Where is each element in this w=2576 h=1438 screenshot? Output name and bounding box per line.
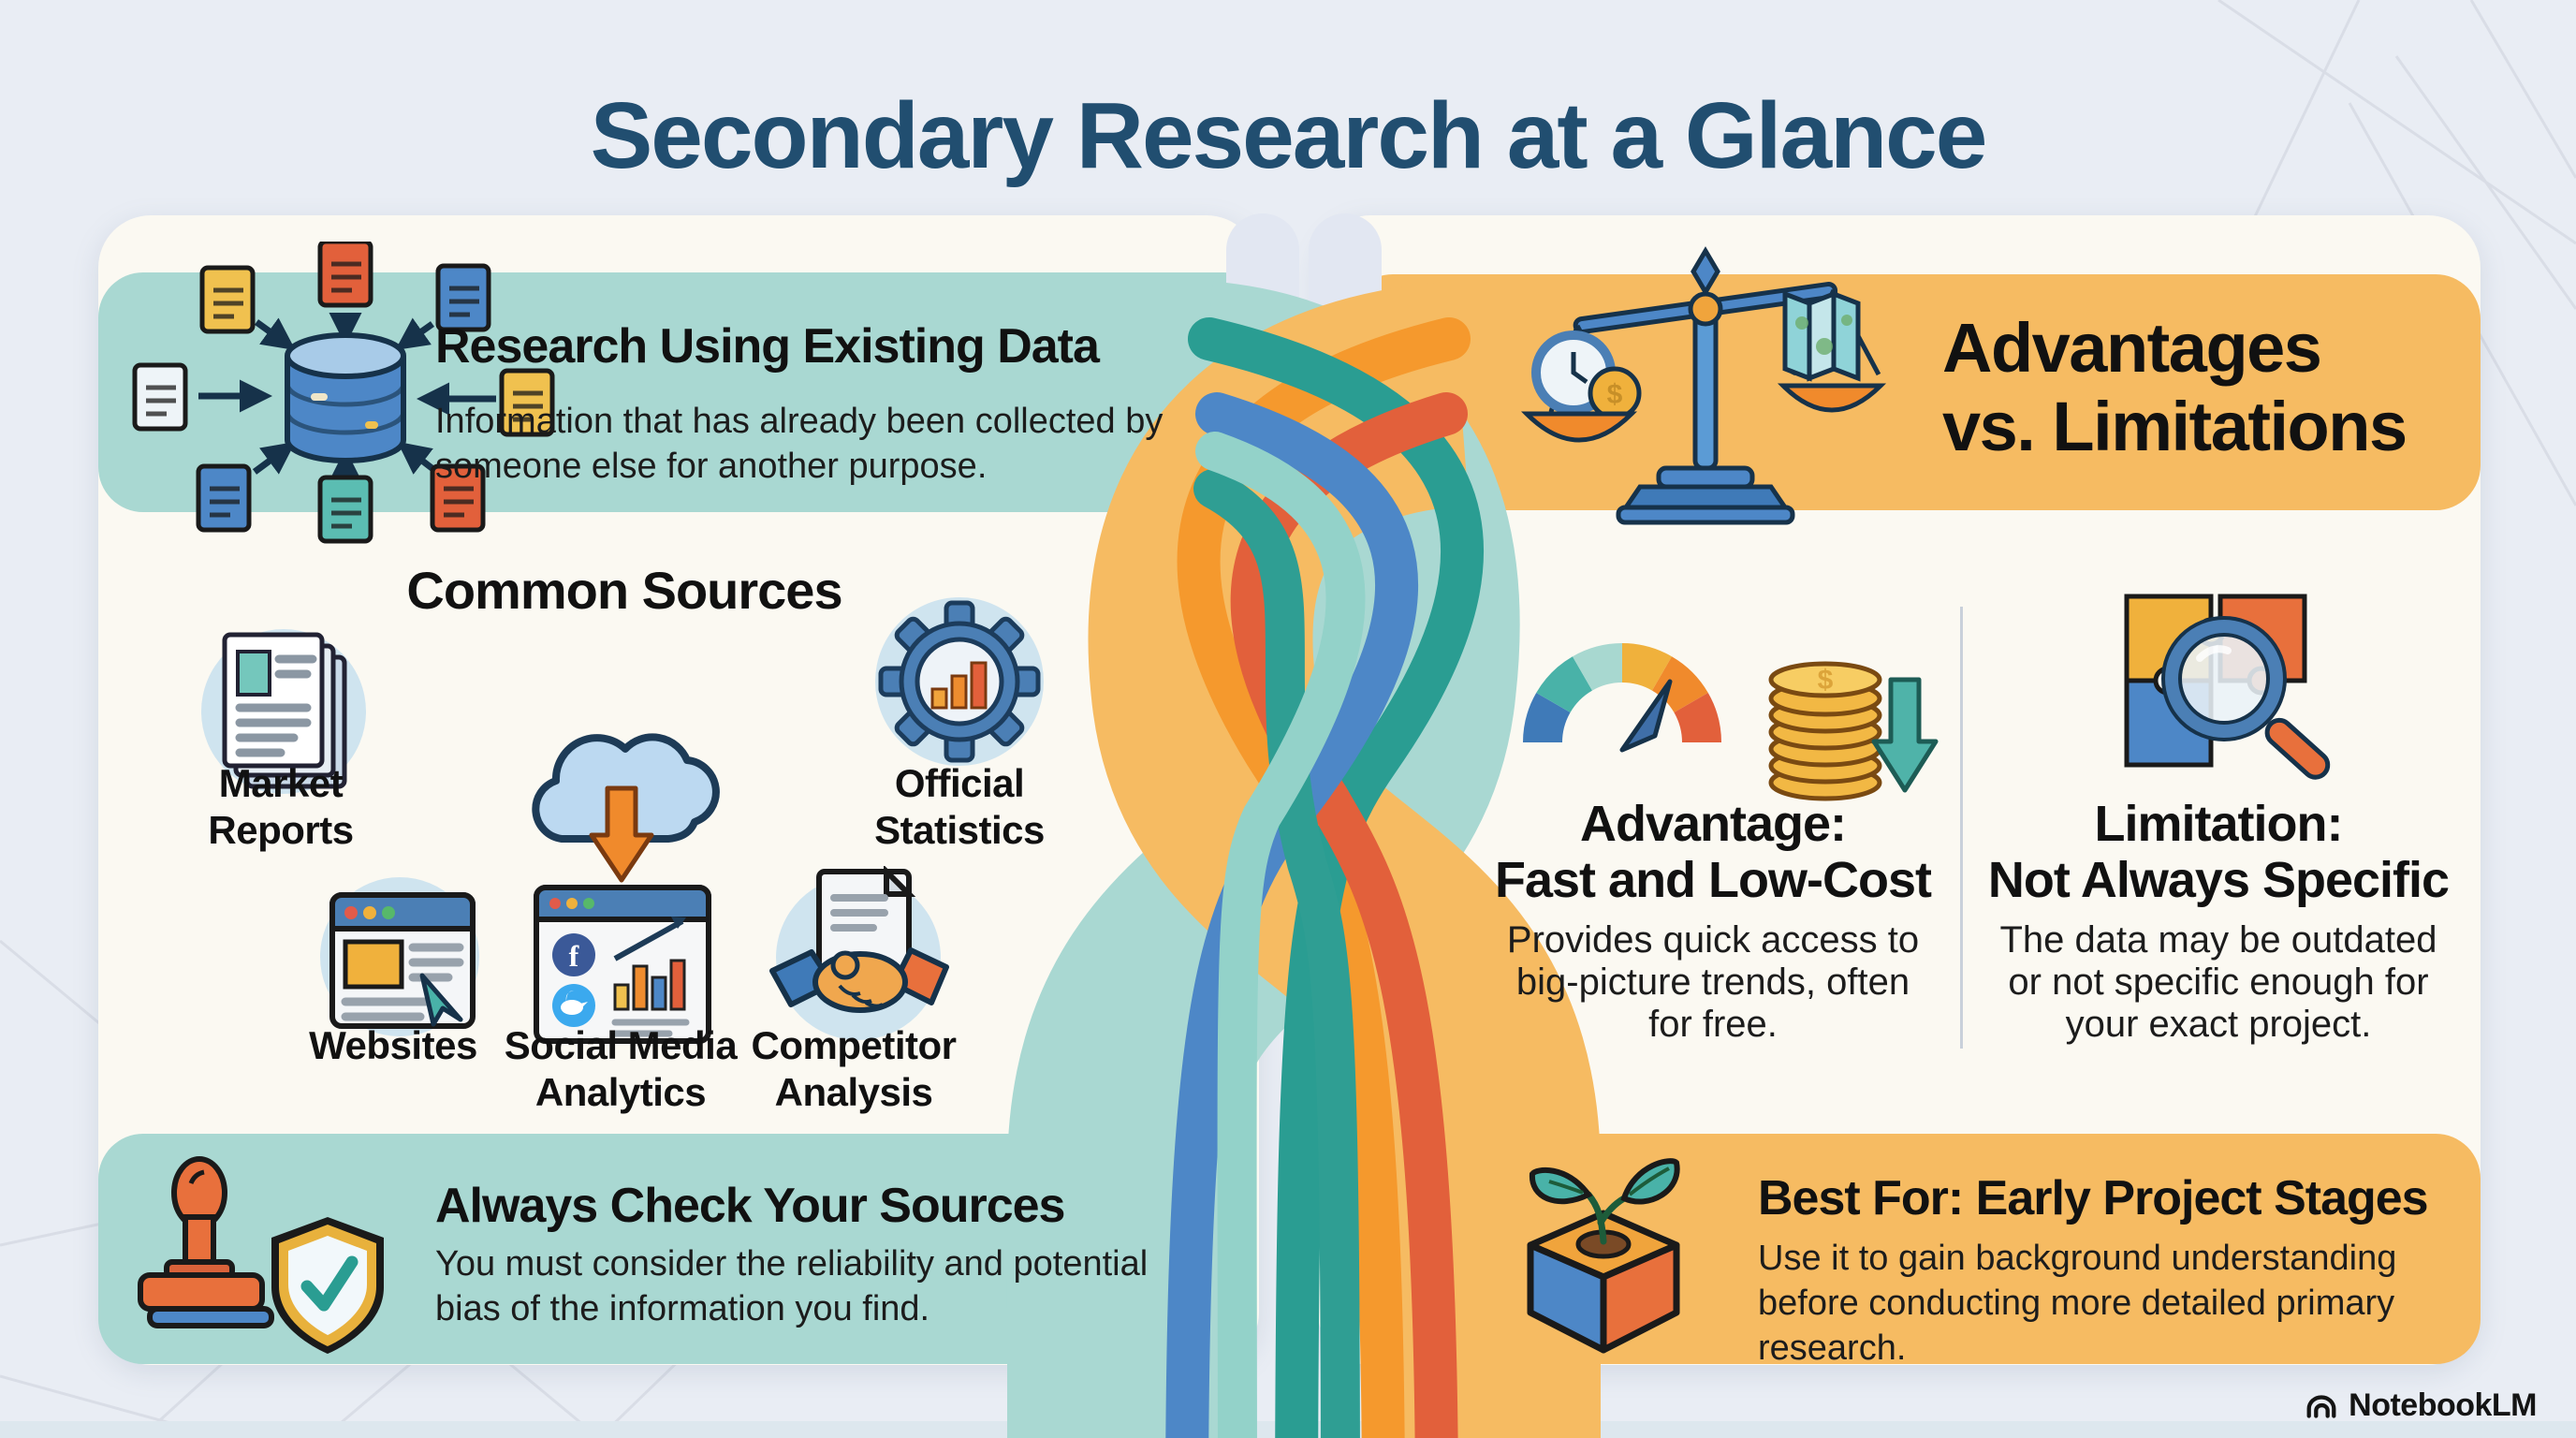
watermark: NotebookLM [2304, 1387, 2537, 1424]
source-label: Competitor Analysis [751, 1023, 958, 1114]
column-divider [1960, 607, 1963, 1049]
advantage-label: Advantage: [1579, 796, 1847, 852]
competitor-analysis-icon [769, 866, 949, 1040]
puzzle-magnifier-icon [2124, 594, 2331, 780]
advantage-heading: Advantage: Fast and Low-Cost [1479, 796, 1947, 908]
right-header-title-line2: vs. Limitations [1942, 388, 2408, 465]
right-footer-subtitle: Use it to gain background understanding … [1758, 1239, 2397, 1368]
svg-text:$: $ [1607, 379, 1623, 410]
svg-text:$: $ [1818, 665, 1834, 696]
cloud-download-icon [532, 733, 720, 883]
documents-to-database-icon [132, 242, 555, 544]
left-footer-title: Always Check Your Sources [435, 1179, 1065, 1233]
coins-down-arrow-icon: $ [1768, 661, 1939, 801]
market-reports-icon [201, 629, 366, 794]
source-label: Social Media Analytics [504, 1023, 738, 1114]
websites-icon [320, 877, 479, 1036]
watermark-brand: NotebookLM [2349, 1387, 2537, 1423]
limitation-heading: Limitation: Not Always Specific [1984, 796, 2452, 908]
right-header-title-line1: Advantages [1942, 309, 2322, 387]
limitation-description: The data may be outdated or not specific… [1999, 919, 2437, 1045]
notebooklm-logo-icon [2306, 1394, 2336, 1418]
advantage-name: Fast and Low-Cost [1495, 852, 1932, 908]
advantage-description: Provides quick access to big-picture tre… [1506, 919, 1920, 1045]
sprout-box-icon [1527, 1158, 1680, 1354]
left-header-subtitle: Information that has already been collec… [435, 402, 1164, 486]
source-label: Market Reports [208, 761, 354, 852]
limitation-name: Not Always Specific [1987, 852, 2450, 908]
limitation-label: Limitation: [2094, 796, 2344, 852]
social-media-analytics-icon: f [534, 885, 711, 1044]
svg-text:f: f [569, 939, 579, 973]
official-statistics-icon [875, 597, 1044, 766]
stamp-shield-icon [138, 1156, 384, 1354]
left-footer-subtitle: You must consider the reliability and po… [435, 1244, 1149, 1328]
page-title: Secondary Research at a Glance [590, 83, 1988, 188]
source-label: Official Statistics [874, 761, 1045, 852]
left-header-title: Research Using Existing Data [435, 319, 1100, 374]
speed-gauge-icon [1523, 643, 1721, 753]
common-sources-heading: Common Sources [406, 561, 842, 620]
right-footer-title: Best For: Early Project Stages [1758, 1171, 2429, 1225]
right-header-title: Advantages vs. Limitations [1942, 309, 2466, 466]
balance-scale-icon: $ [1521, 246, 1887, 525]
source-label: Websites [309, 1023, 477, 1067]
